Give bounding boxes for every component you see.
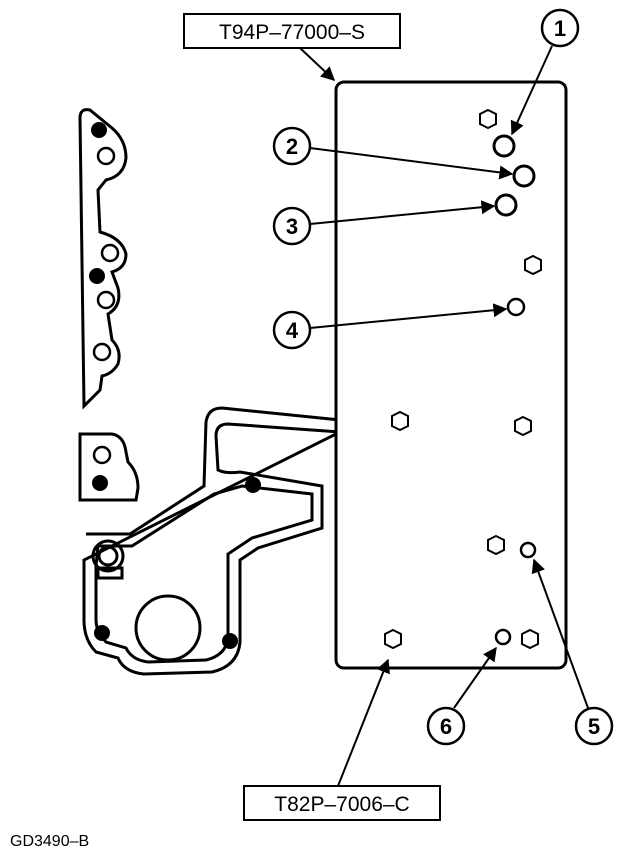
hole-3 xyxy=(494,193,518,217)
separator-plate xyxy=(334,80,568,670)
hex-bolt xyxy=(487,534,505,556)
gasket-hole xyxy=(92,445,112,465)
callout-1: 1 xyxy=(510,8,580,136)
top-part-number: T94P–77000–S xyxy=(219,21,365,44)
hex-bolt xyxy=(521,628,539,650)
hex-bolt xyxy=(524,254,542,276)
gasket-hole xyxy=(100,243,120,263)
callout-number: 5 xyxy=(588,714,600,739)
upper-left-gasket-holes xyxy=(89,122,120,362)
callout-number: 3 xyxy=(286,214,298,239)
gasket-hole-filled xyxy=(222,633,238,649)
hole-5 xyxy=(519,541,537,559)
hex-bolt xyxy=(479,108,497,130)
callout-4: 4 xyxy=(272,303,508,350)
callout-3: 3 xyxy=(272,200,496,246)
plate-holes xyxy=(492,134,537,646)
top-part-label: T94P–77000–S xyxy=(183,13,401,81)
hole-1 xyxy=(492,134,516,158)
figure-id: GD3490–B xyxy=(10,833,89,850)
hex-bolt xyxy=(384,628,402,650)
hole-4 xyxy=(506,297,526,317)
gasket-hole xyxy=(92,342,112,362)
small-left-gasket xyxy=(78,432,140,502)
gasket-hole-filled xyxy=(245,477,261,493)
gasket-hole-filled xyxy=(89,268,105,284)
hole-6 xyxy=(494,628,512,646)
lower-left-gasket-holes xyxy=(94,477,261,649)
callout-5: 5 xyxy=(531,558,614,746)
hex-bolt xyxy=(514,415,532,437)
callout-number: 1 xyxy=(554,16,566,41)
callout-number: 2 xyxy=(286,134,298,159)
callout-6: 6 xyxy=(426,646,497,746)
hex-bolt xyxy=(391,410,409,432)
hole-2 xyxy=(512,164,536,188)
gasket-hole-filled xyxy=(94,625,110,641)
callout-number: 6 xyxy=(440,714,452,739)
callout-number: 4 xyxy=(286,318,299,343)
bottom-part-label: T82P–7006–C xyxy=(243,658,441,821)
gasket-hole-filled xyxy=(91,122,107,138)
upper-left-gasket xyxy=(78,108,128,410)
plate-hex-bolts xyxy=(384,108,542,650)
callout-2: 2 xyxy=(272,126,514,180)
gasket-hole xyxy=(96,290,116,310)
gasket-hole xyxy=(96,146,116,166)
lower-left-gasket xyxy=(82,406,346,676)
gasket-hole-filled xyxy=(92,475,108,491)
bottom-part-number: T82P–7006–C xyxy=(274,793,409,816)
